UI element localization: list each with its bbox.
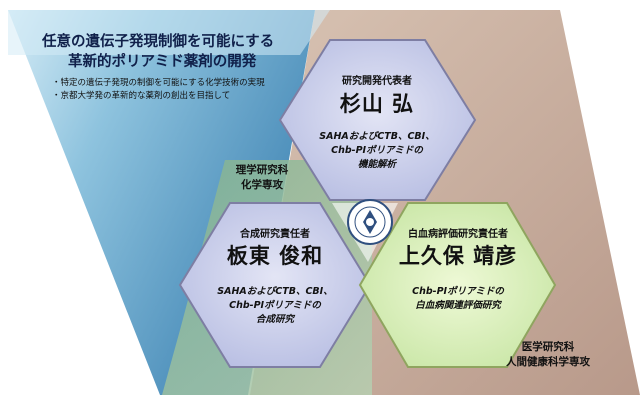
top-hex-name: 杉山 弘 bbox=[339, 92, 415, 116]
left-hex-desc-line: SAHAおよびCTB、CBI、 bbox=[217, 286, 333, 297]
diagram-title-line2: 革新的ポリアミド薬剤の開発 bbox=[68, 54, 257, 70]
top-hexagon bbox=[278, 39, 477, 201]
bullet-item: ・特定の遺伝子発現の制御を可能にする化学技術の実現 bbox=[52, 78, 265, 88]
left-hexagon bbox=[178, 202, 372, 368]
left-hex-role: 合成研究責任者 bbox=[240, 229, 310, 240]
top-hex-role: 研究開発代表者 bbox=[342, 76, 412, 87]
background-region-blue-upper bbox=[8, 10, 330, 55]
right-hexagon bbox=[358, 202, 557, 368]
right-hex-desc-line: Chb-PIポリアミドの bbox=[412, 286, 504, 297]
top-hex-desc-line: 機能解析 bbox=[357, 159, 397, 170]
top-hex-desc-line: Chb-PIポリアミドの bbox=[331, 145, 423, 156]
dept-science-line: 化学専攻 bbox=[241, 179, 283, 191]
left-hex-name: 板東 俊和 bbox=[226, 244, 324, 268]
right-hex-role: 白血病評価研究責任者 bbox=[408, 229, 508, 240]
right-hex-name: 上久保 靖彦 bbox=[398, 244, 518, 268]
diagram-title-line1: 任意の遺伝子発現制御を可能にする bbox=[42, 34, 275, 50]
right-hex-desc-line: 白血病関連評価研究 bbox=[415, 300, 501, 311]
left-hex-desc-line: Chb-PIポリアミドの bbox=[229, 300, 321, 311]
dept-medicine-line: 医学研究科 bbox=[521, 341, 575, 353]
dept-science-line: 理学研究科 bbox=[235, 164, 289, 176]
university-emblem bbox=[347, 199, 393, 245]
top-hex-desc-line: SAHAおよびCTB、CBI、 bbox=[319, 131, 435, 142]
left-hex-desc-line: 合成研究 bbox=[255, 314, 295, 325]
dept-medicine-line: 人間健康科学専攻 bbox=[506, 356, 590, 368]
bullet-item: ・京都大学発の革新的な薬剤の創出を目指して bbox=[52, 91, 231, 101]
